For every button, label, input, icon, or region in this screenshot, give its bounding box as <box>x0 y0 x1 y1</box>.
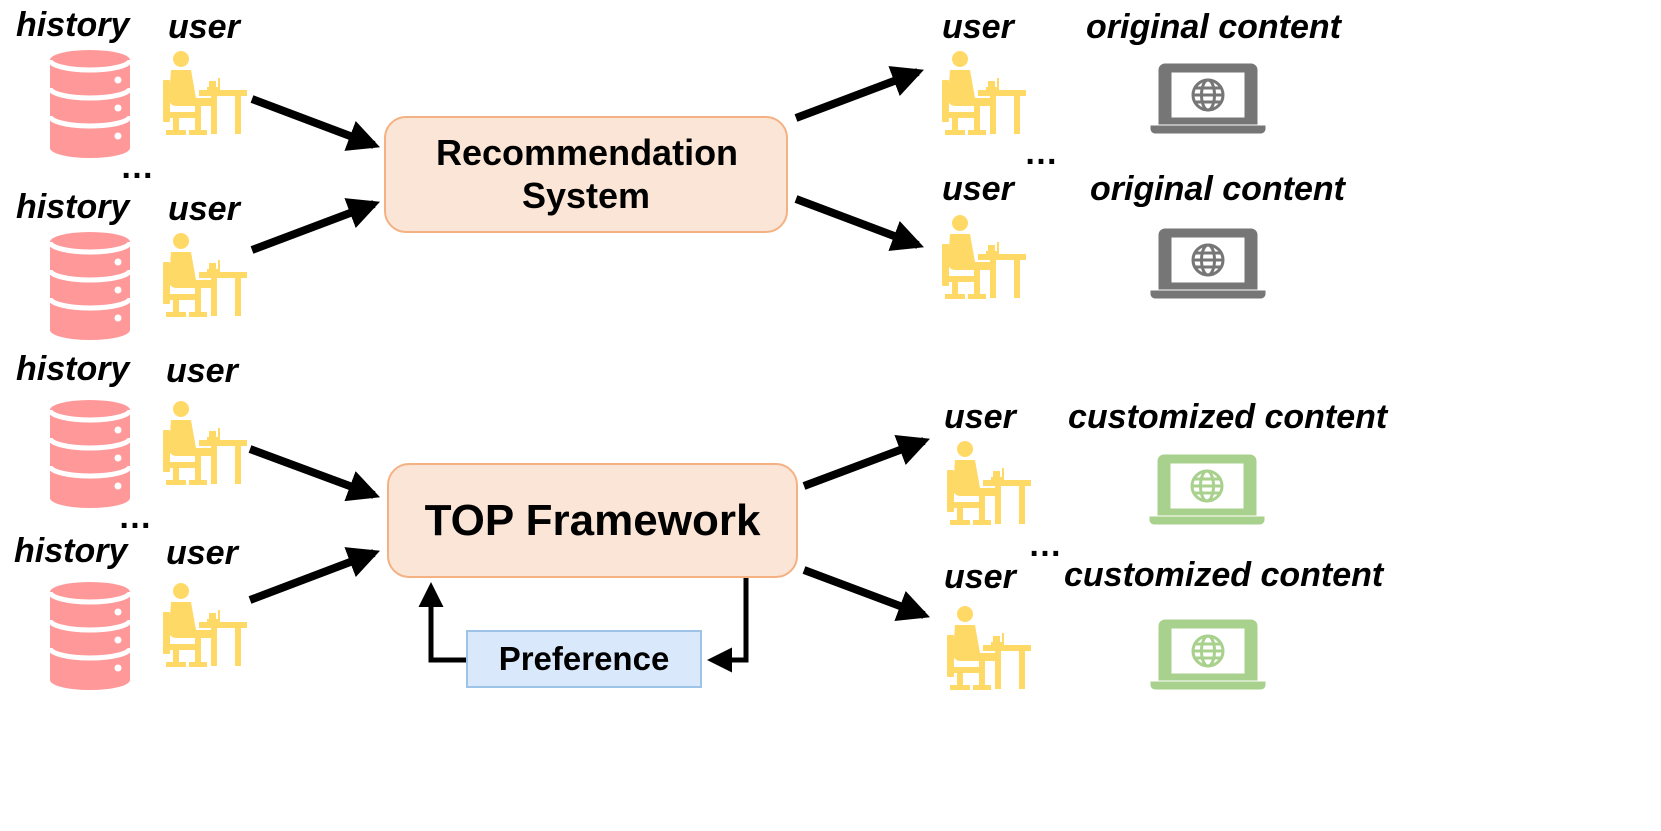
feedback-arrow <box>707 578 749 673</box>
ellipsis: … <box>118 498 154 536</box>
original-content-label: original content <box>1090 170 1345 208</box>
preference-label: Preference <box>498 640 670 677</box>
history-label: history <box>14 532 128 570</box>
arrow <box>802 566 930 621</box>
ellipsis: … <box>1028 526 1064 564</box>
top-framework-box: TOP Framework <box>387 463 798 578</box>
top-framework-label: TOP Framework <box>424 495 761 545</box>
ellipsis: … <box>120 148 156 186</box>
arrow <box>802 435 930 490</box>
user-at-desk-icon <box>163 401 247 485</box>
preference-box: Preference <box>466 630 702 688</box>
original-content-label: original content <box>1086 8 1341 46</box>
user-at-desk-icon <box>163 583 247 667</box>
arrow <box>794 195 924 251</box>
user-label: user <box>942 8 1014 46</box>
user-label: user <box>166 534 238 572</box>
database-icon <box>50 400 130 508</box>
history-label: history <box>16 188 130 226</box>
laptop-globe-icon <box>1149 618 1267 691</box>
customized-content-label: customized content <box>1064 556 1384 594</box>
user-label: user <box>944 558 1016 596</box>
arrow <box>794 66 924 122</box>
feedback-arrow <box>418 582 466 663</box>
arrow <box>250 198 380 254</box>
customized-content-label: customized content <box>1068 398 1388 436</box>
user-label: user <box>168 190 240 228</box>
laptop-globe-icon <box>1148 453 1266 526</box>
ellipsis: … <box>1024 134 1060 172</box>
user-at-desk-icon <box>942 51 1026 135</box>
recommendation-system-label: Recommendation System <box>436 132 739 216</box>
user-label: user <box>168 8 240 46</box>
user-at-desk-icon <box>163 233 247 317</box>
user-label: user <box>166 352 238 390</box>
laptop-globe-icon <box>1149 227 1267 300</box>
user-label: user <box>944 398 1016 436</box>
laptop-globe-icon <box>1149 62 1267 135</box>
database-icon <box>50 232 130 340</box>
arrow <box>248 547 380 604</box>
arrow <box>250 95 380 151</box>
user-at-desk-icon <box>163 51 247 135</box>
database-icon <box>50 582 130 690</box>
history-label: history <box>16 350 130 388</box>
user-at-desk-icon <box>942 215 1026 299</box>
user-label: user <box>942 170 1014 208</box>
recommendation-system-box: Recommendation System <box>384 116 788 233</box>
database-icon <box>50 50 130 158</box>
history-label: history <box>16 6 130 44</box>
arrow <box>248 445 381 502</box>
user-at-desk-icon <box>947 606 1031 690</box>
user-at-desk-icon <box>947 441 1031 525</box>
